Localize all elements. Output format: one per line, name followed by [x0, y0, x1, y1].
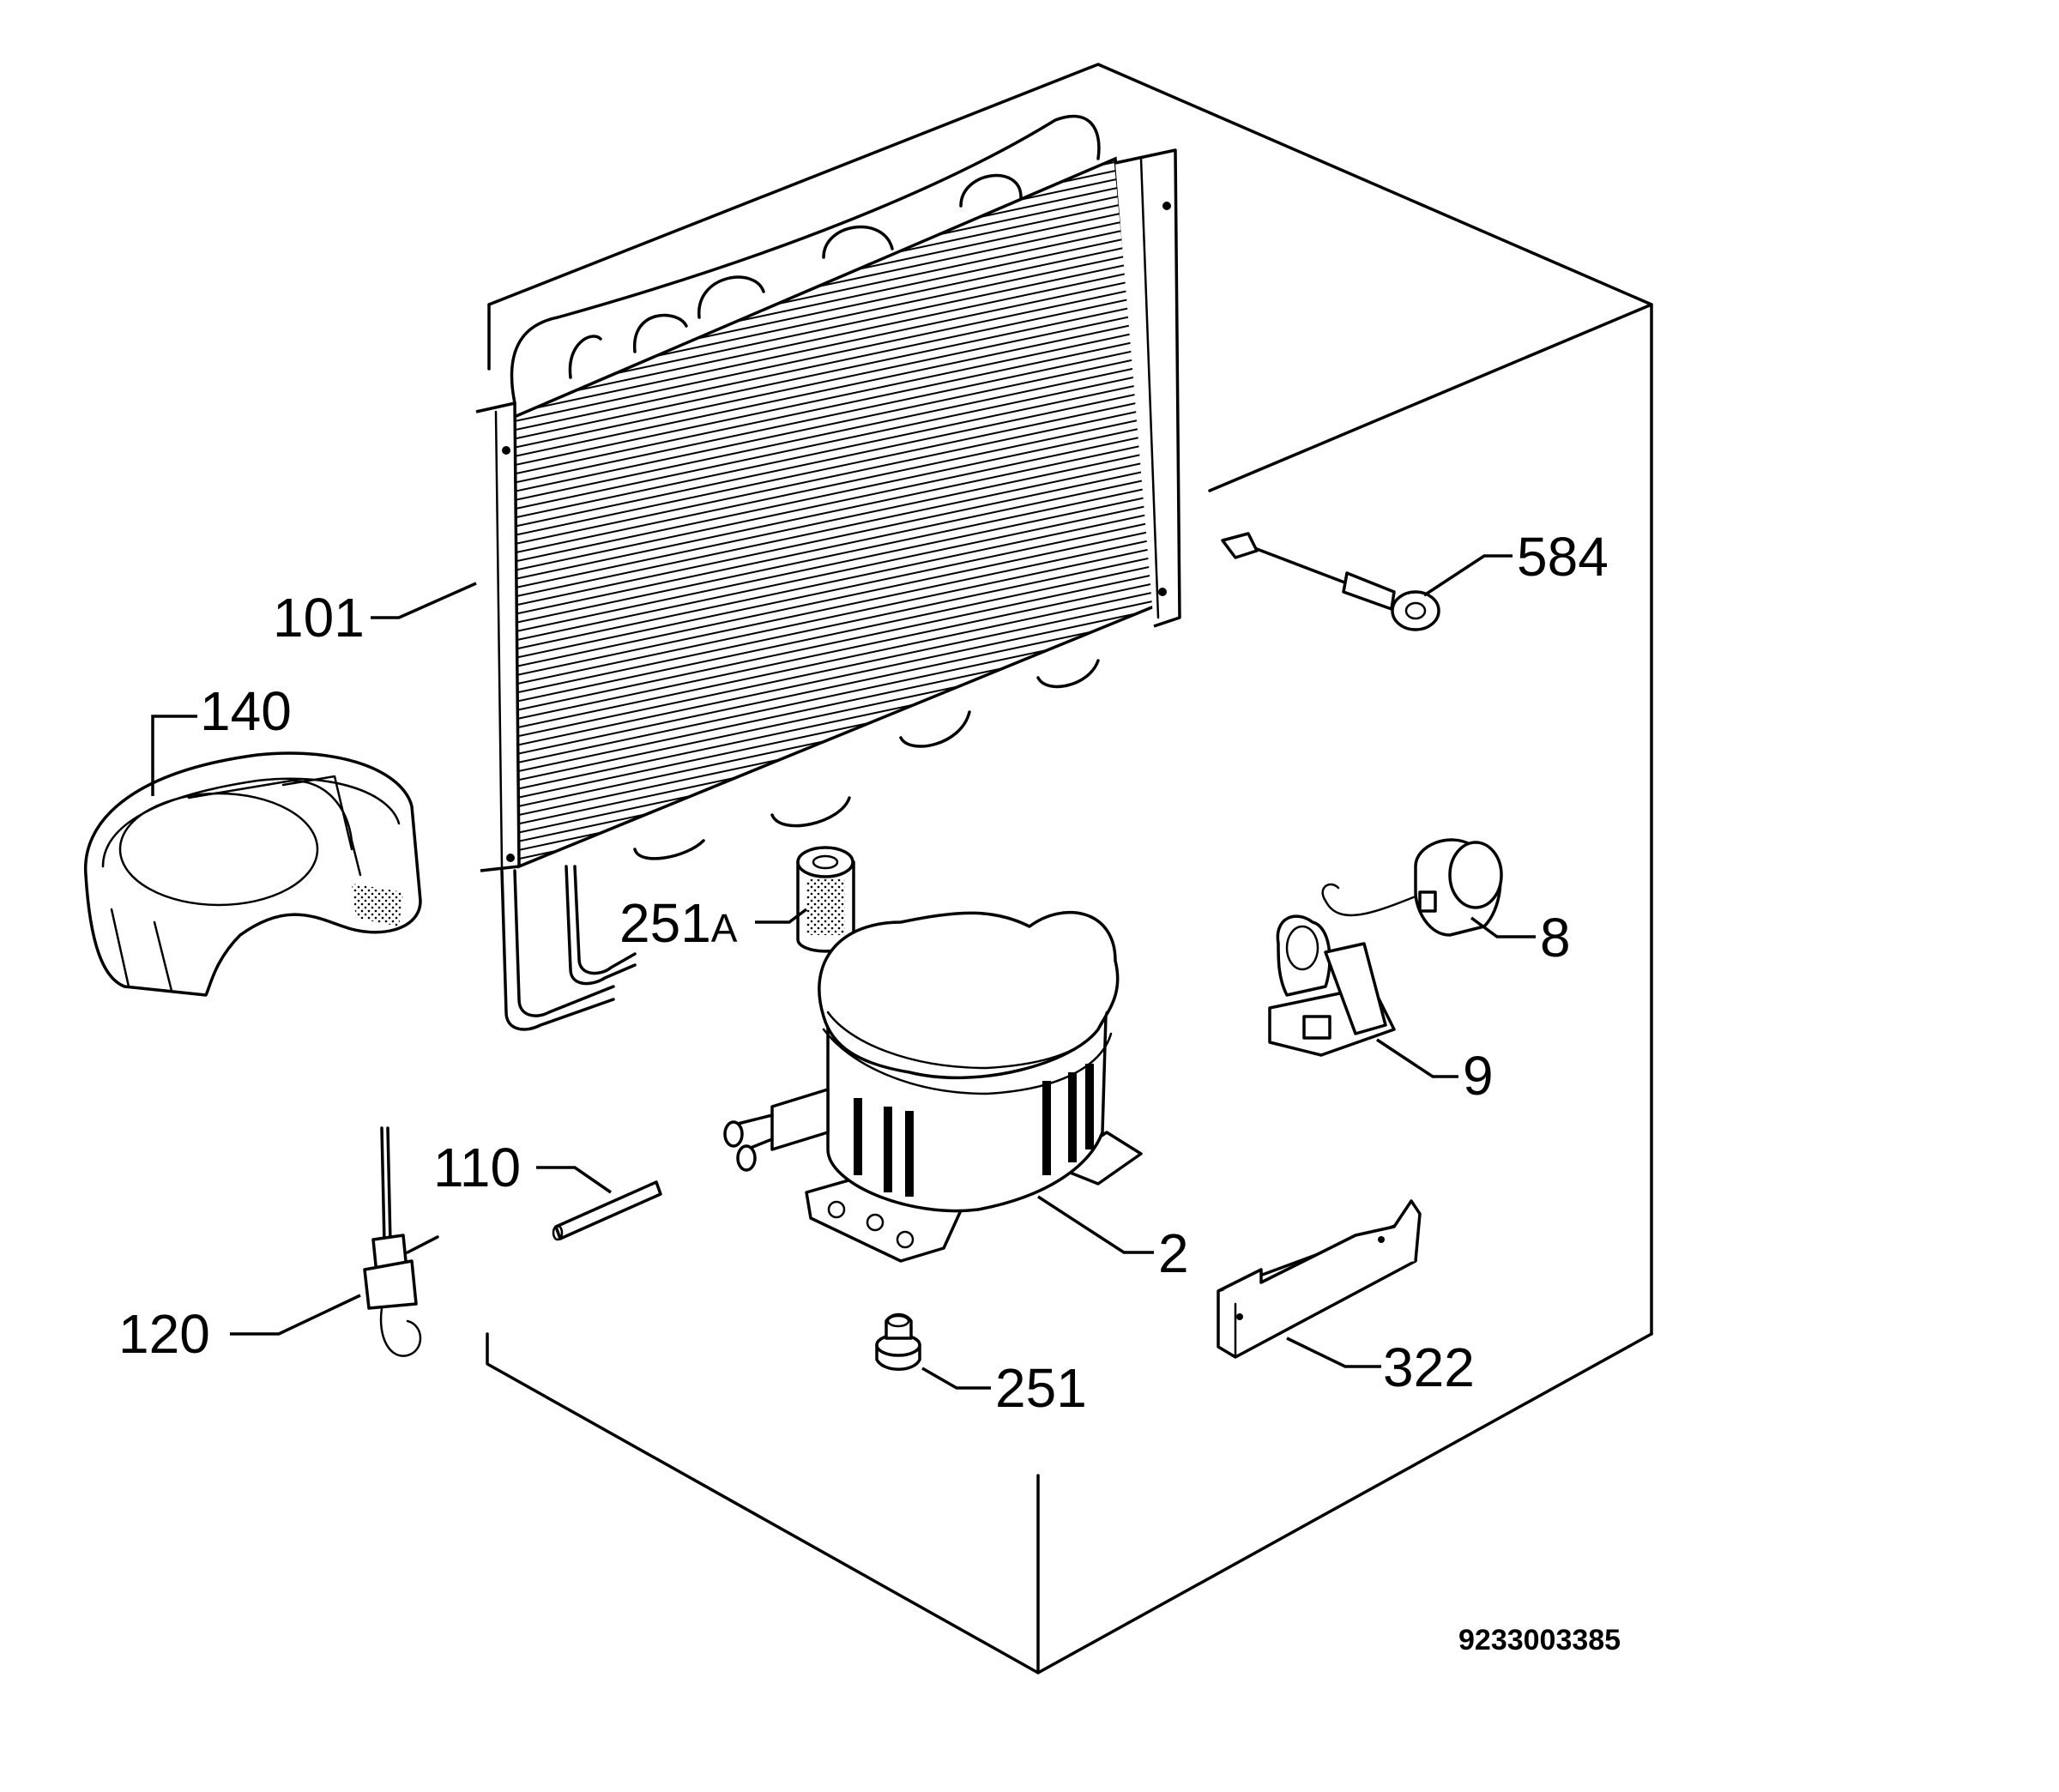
callout-251: 251 — [995, 1357, 1087, 1419]
leader-110 — [536, 1166, 612, 1194]
callout-584: 584 — [1517, 526, 1609, 588]
tube-110 — [552, 1180, 662, 1241]
callout-120: 120 — [118, 1303, 210, 1365]
callout-322: 322 — [1383, 1336, 1475, 1398]
protector-8 — [1321, 838, 1503, 937]
leader-2 — [1037, 1195, 1154, 1254]
callout-2: 2 — [1158, 1222, 1189, 1284]
compressor-2 — [723, 910, 1143, 1263]
callout-101: 101 — [273, 587, 365, 649]
callout-8: 8 — [1540, 907, 1571, 968]
callout-labels: 101 140 584 251A 8 9 110 2 120 322 251 9… — [118, 526, 1621, 1656]
callout-9: 9 — [1463, 1045, 1494, 1107]
callout-140: 140 — [200, 680, 292, 742]
leader-120 — [230, 1294, 361, 1336]
drip-tray-140 — [83, 751, 422, 997]
leader-8 — [1470, 916, 1536, 938]
leader-322 — [1286, 1336, 1381, 1368]
callout-251a: 251A — [619, 892, 738, 954]
sleeve-251a — [796, 846, 855, 953]
callout-110: 110 — [433, 1137, 521, 1198]
leader-584 — [1423, 554, 1513, 597]
relay-9 — [1268, 914, 1396, 1057]
leader-140 — [151, 715, 197, 796]
leader-lines — [151, 554, 1536, 1390]
leader-9 — [1376, 1038, 1458, 1078]
leader-101 — [371, 582, 477, 619]
sensor-584 — [1221, 532, 1440, 631]
drawing-number: 9233003385 — [1458, 1624, 1621, 1656]
leader-251 — [921, 1367, 991, 1390]
grommet-251 — [875, 1312, 921, 1371]
cabinet-outline — [486, 63, 1653, 1674]
condenser-101 — [475, 114, 1181, 1031]
bracket-322 — [1217, 1199, 1422, 1359]
leader-251a — [755, 908, 808, 924]
filter-120 — [363, 1126, 439, 1357]
